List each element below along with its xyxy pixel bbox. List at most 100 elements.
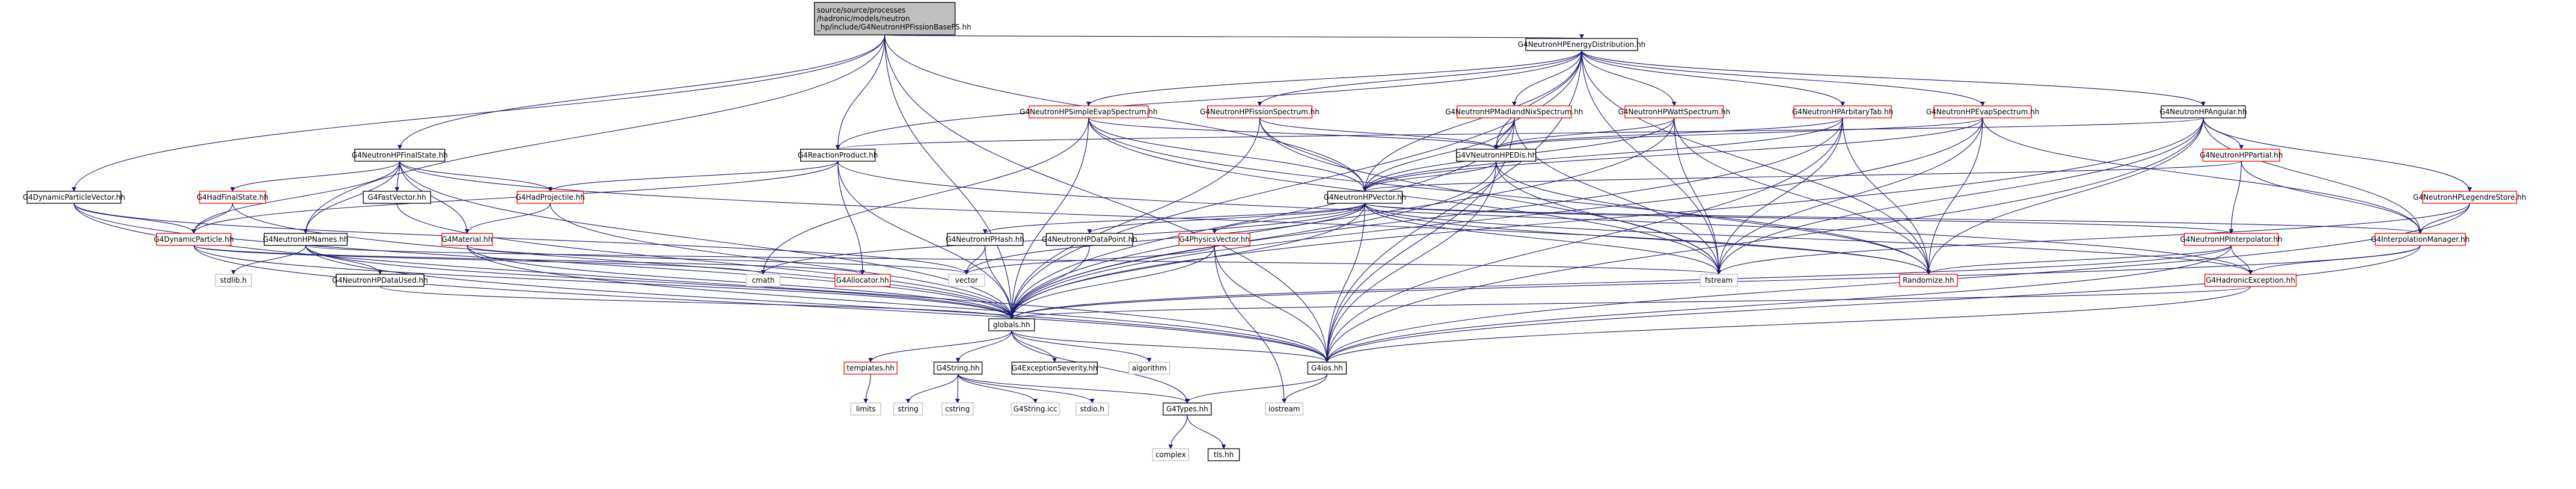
edge-simpleexp-to-vhpdata [1088, 117, 1499, 150]
node-datausedhh[interactable]: G4NeutronHPDataUsed.hh [332, 274, 428, 287]
node-reactionproduct[interactable]: G4ReactionProduct.hh [798, 149, 878, 162]
edge-root-to-finalstate [397, 34, 886, 150]
node-fissionspec[interactable]: G4NeutronHPFissionSpectrum.hh [1200, 105, 1320, 118]
node-label: Randomize.hh [1903, 276, 1954, 284]
node-fastvec[interactable]: G4FastVector.hh [363, 191, 431, 204]
node-label: /hadronic/models/neutron [817, 14, 910, 23]
node-hpvector[interactable]: G4NeutronHPVector.hh [1324, 191, 1407, 204]
node-label: G4NeutronHPDataPoint.hh [1042, 235, 1137, 244]
node-box [1178, 233, 1250, 246]
node-label: G4NeutronHPEvapSpectrum.hh [1926, 108, 2039, 116]
node-evapspec[interactable]: G4NeutronHPEvapSpectrum.hh [1926, 105, 2039, 118]
edge-hpnames-to-globals [305, 245, 1014, 319]
node-hadexc[interactable]: G4HadronicException.hh [2204, 274, 2297, 287]
node-dynparticle[interactable]: G4DynamicParticle.hh [154, 233, 234, 246]
node-label: G4Types.hh [1166, 405, 1208, 413]
node-g4types[interactable]: G4Types.hh [1163, 402, 1212, 416]
node-watt[interactable]: G4NeutronHPWattSpectrum.hh [1618, 105, 1731, 118]
node-label: G4String.hh [937, 364, 980, 372]
node-tlshh[interactable]: tls.hh [1207, 448, 1240, 461]
node-angular[interactable]: G4NeutronHPAngular.hh [2159, 105, 2247, 118]
node-label: algorithm [1132, 364, 1167, 372]
node-templates[interactable]: templates.hh [843, 361, 898, 375]
edge-hphash-to-globals [985, 245, 1014, 319]
edge-vhpdata-to-globals [1009, 161, 1497, 319]
node-label: G4ReactionProduct.hh [798, 151, 878, 159]
edge-evapspec-to-vhpdata [1494, 117, 1983, 150]
node-label: G4PhysicsVector.hh [1179, 235, 1249, 244]
edge-energydist-to-reactionproduct [835, 50, 1582, 150]
node-randomize[interactable]: Randomize.hh [1899, 274, 1958, 287]
node-vhpdata[interactable]: G4VNeutronHPEDis.hh [1455, 149, 1537, 162]
node-box [2161, 105, 2246, 118]
node-box [1011, 361, 1098, 375]
edge-evapspec-to-randomize [1926, 117, 1983, 275]
node-label: G4NeutronHPNames.hh [263, 235, 348, 244]
edge-energydist-to-vhpdata [1493, 50, 1582, 150]
edge-angular-to-interpmgr [2203, 117, 2423, 234]
node-g4ios[interactable]: G4ios.hh [1307, 361, 1347, 375]
node-hphash[interactable]: G4NeutronHPHash.hh [946, 233, 1024, 246]
node-legendre[interactable]: G4NeutronHPLegendreStore.hh [2413, 191, 2526, 204]
node-box [941, 402, 974, 416]
node-finalstate[interactable]: G4NeutronHPFinalState.hh [352, 149, 448, 162]
node-g4string[interactable]: G4String.hh [933, 361, 983, 375]
node-box [2422, 191, 2517, 204]
node-hpnames[interactable]: G4NeutronHPNames.hh [263, 233, 349, 246]
edge-globals-to-g4ios [1011, 330, 1330, 363]
node-box [215, 274, 252, 287]
edge-watt-to-fstream [1674, 117, 1721, 275]
node-box [1933, 105, 2032, 118]
node-energydist[interactable]: G4NeutronHPEnergyDistribution.hh [1518, 38, 1646, 51]
node-label: G4NeutronHPEnergyDistribution.hh [1518, 40, 1646, 49]
node-globals[interactable]: globals.hh [988, 318, 1035, 331]
node-box [2202, 149, 2280, 162]
node-simpleexp[interactable]: G4NeutronHPSimpleEvapSpectrum.hh [1020, 105, 1157, 118]
node-physvec[interactable]: G4PhysicsVector.hh [1178, 233, 1250, 246]
node-box [1011, 402, 1060, 416]
edge-dynparticle-to-cmath [193, 245, 766, 275]
node-box [948, 274, 985, 287]
node-hadproj[interactable]: G4HadProjectile.hh [516, 191, 585, 204]
edge-legendre-to-g4ios [1324, 203, 2470, 363]
node-interpmgr[interactable]: G4InterpolationManager.hh [2371, 233, 2470, 246]
node-box [1207, 448, 1240, 461]
node-label: G4NeutronHPInterpolator.hh [2180, 235, 2282, 244]
edge-evapspec-to-globals [1009, 117, 1983, 319]
node-material[interactable]: G4Material.hh [441, 233, 493, 246]
node-arbitary[interactable]: G4NeutronHPArbitaryTab.hh [1792, 105, 1893, 118]
node-label: _hp/include/G4NeutronHPFissionBaseFS.hh [816, 23, 971, 31]
node-label: G4FastVector.hh [368, 193, 426, 201]
node-allocator[interactable]: G4Allocator.hh [834, 274, 891, 287]
edge-hadexc-to-globals [1009, 286, 2251, 319]
edge-angular-to-globals [1009, 117, 2204, 319]
node-label: G4DynamicParticle.hh [154, 235, 234, 244]
edge-globals-to-excseverity [1011, 330, 1057, 363]
edge-root-to-hpnames [303, 34, 886, 234]
node-madland[interactable]: G4NeutronHPMadlandNixSpectrum.hh [1445, 105, 1583, 118]
edge-dynparticle-to-allocator [193, 245, 865, 275]
node-label: G4HadronicException.hh [2206, 276, 2295, 284]
node-hpdatapoint[interactable]: G4NeutronHPDataPoint.hh [1042, 233, 1137, 246]
edge-finalstate-to-hadfinal [230, 161, 400, 192]
node-label: G4NeutronHPMadlandNixSpectrum.hh [1445, 108, 1583, 116]
edge-reactionproduct-to-globals [837, 161, 1014, 319]
node-root[interactable]: source/source/processes/hadronic/models/… [814, 2, 971, 35]
node-label: vector [955, 276, 978, 284]
node-label: source/source/processes [817, 6, 906, 14]
node-complex: complex [1152, 448, 1189, 461]
edge-reactionproduct-to-hadproj [548, 161, 839, 192]
node-label: cmath [752, 276, 775, 284]
node-interpolator[interactable]: G4NeutronHPInterpolator.hh [2180, 233, 2283, 246]
edge-hpnames-to-stdlib [231, 245, 307, 275]
edge-physvec-to-g4ios [1214, 245, 1330, 363]
edge-material-to-g4ios [467, 245, 1330, 363]
node-box [26, 191, 121, 204]
node-hadfinal[interactable]: G4HadFinalState.hh [197, 191, 269, 204]
edge-hpvector-to-fstream [1364, 203, 1721, 275]
node-excseverity[interactable]: G4ExceptionSeverity.hh [1011, 361, 1098, 375]
node-vector: vector [948, 274, 985, 287]
node-partial[interactable]: G4NeutronHPPartial.hh [2200, 149, 2283, 162]
node-dynvec[interactable]: G4DynamicParticleVector.hh [23, 191, 125, 204]
